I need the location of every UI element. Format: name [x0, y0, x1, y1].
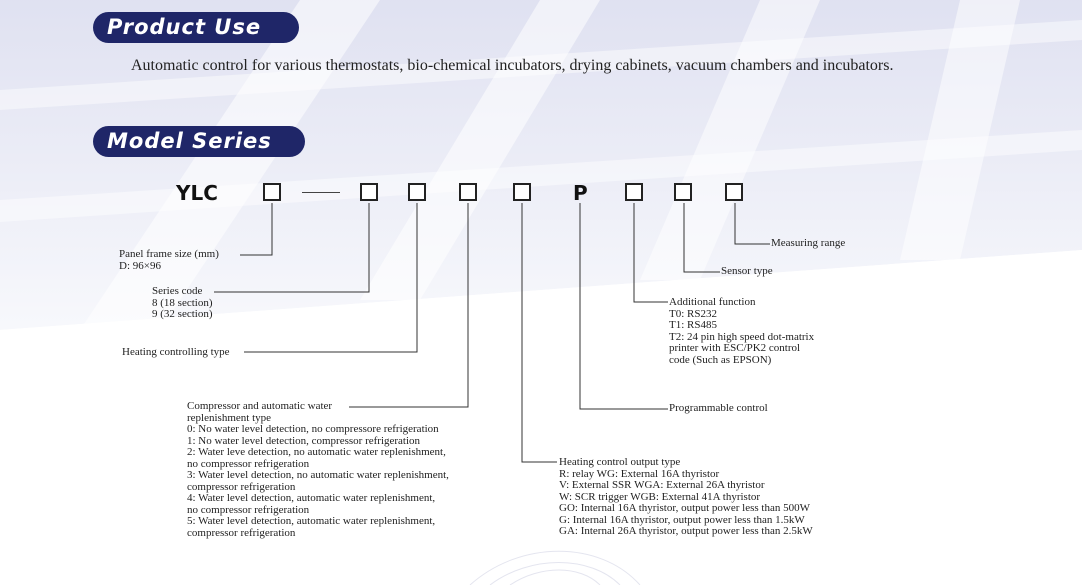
product-use-heading: Product Use: [93, 12, 299, 43]
label-sensor-type: Sensor type: [721, 265, 773, 277]
label-programmable-control: Programmable control: [669, 402, 768, 414]
code-box-series: [360, 183, 378, 201]
code-box-additional: [625, 183, 643, 201]
label-measuring-range: Measuring range: [771, 237, 846, 249]
model-p-letter: P: [573, 181, 588, 205]
code-box-output-type: [513, 183, 531, 201]
code-dash: [302, 192, 340, 193]
code-box-sensor: [674, 183, 692, 201]
code-box-measuring: [725, 183, 743, 201]
code-box-compressor: [459, 183, 477, 201]
label-heating-type: Heating controlling type: [122, 346, 230, 358]
product-use-description: Automatic control for various thermostat…: [131, 57, 894, 74]
model-series-heading: Model Series: [93, 126, 305, 157]
watermark-swirl: [469, 550, 641, 585]
code-box-panel-size: [263, 183, 281, 201]
model-prefix: YLC: [176, 181, 218, 205]
code-box-heating-type: [408, 183, 426, 201]
label-panel-size: Panel frame size (mm)D: 96×96: [119, 248, 219, 272]
